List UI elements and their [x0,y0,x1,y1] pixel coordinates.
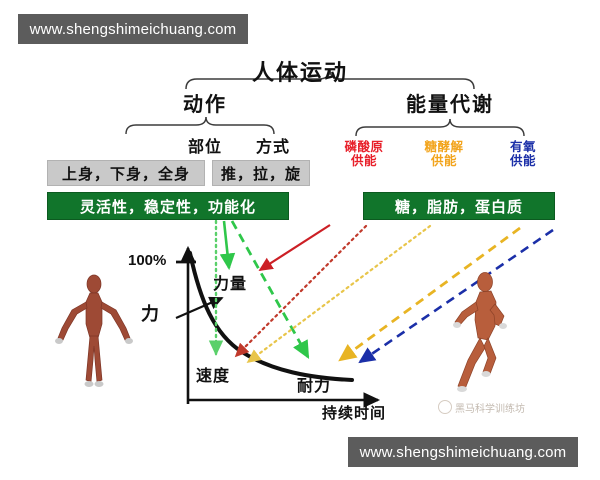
sub-label-body-part: 部位 [187,137,222,156]
green-box-fuel-substrates: 糖，脂肪，蛋白质 [363,192,555,220]
gray-box-body-parts: 上身，下身，全身 [47,160,205,186]
energy-system-glycolytic-line1: 糖酵解 [424,140,464,154]
arrow-red-to-speed [234,224,368,358]
inner-watermark-logo-icon [438,400,452,414]
y-axis-tick-100: 100% [128,252,167,269]
arrow-green-to-strength [219,220,236,271]
chart-annotation-endurance: 耐力 [297,376,332,395]
gray-box-methods: 推，拉，旋 [212,160,310,186]
y-axis-label: 力 [141,304,160,325]
arrow-yellow-to-endurance [338,226,521,362]
green-box-movement-qualities: 灵活性，稳定性，功能化 [47,192,289,220]
energy-system-phosphagen-line2: 供能 [350,154,377,168]
sub-label-method: 方式 [255,137,290,156]
arrow-yellow-to-speed [246,224,432,364]
watermark-top: www.shengshimeichuang.com [18,14,248,44]
energy-system-phosphagen: 磷酸原 供能 [330,140,398,168]
x-axis-label: 持续时间 [322,404,387,422]
curve-pointer-arrow [175,296,224,320]
energy-system-glycolytic-line2: 供能 [430,154,457,168]
inner-watermark-text: 黑马科学训练坊 [455,404,525,415]
chart-annotation-speed: 速度 [196,366,231,385]
energy-system-aerobic: 有氧 供能 [492,140,554,168]
inner-watermark: 黑马科学训练坊 [438,400,525,415]
watermark-bottom: www.shengshimeichuang.com [348,437,578,467]
brace-energy [355,118,525,137]
branch-label-movement: 动作 [183,92,227,116]
arrow-red-to-strength [258,224,331,271]
energy-system-glycolytic: 糖酵解 供能 [408,140,480,168]
energy-system-aerobic-line1: 有氧 [509,140,536,154]
branch-label-energy-metabolism: 能量代谢 [406,92,494,116]
arrow-green-to-endurance [230,220,310,359]
chart-annotation-strength: 力量 [213,274,248,293]
anatomy-figure-running [453,272,507,392]
diagram-title: 人体运动 [251,61,348,86]
energy-system-aerobic-line2: 供能 [509,154,536,168]
energy-system-phosphagen-line1: 磷酸原 [344,140,384,154]
brace-top [185,69,475,90]
anatomy-figure-standing [55,274,133,387]
arrow-blue-to-endurance [358,228,554,364]
brace-movement [125,116,275,135]
